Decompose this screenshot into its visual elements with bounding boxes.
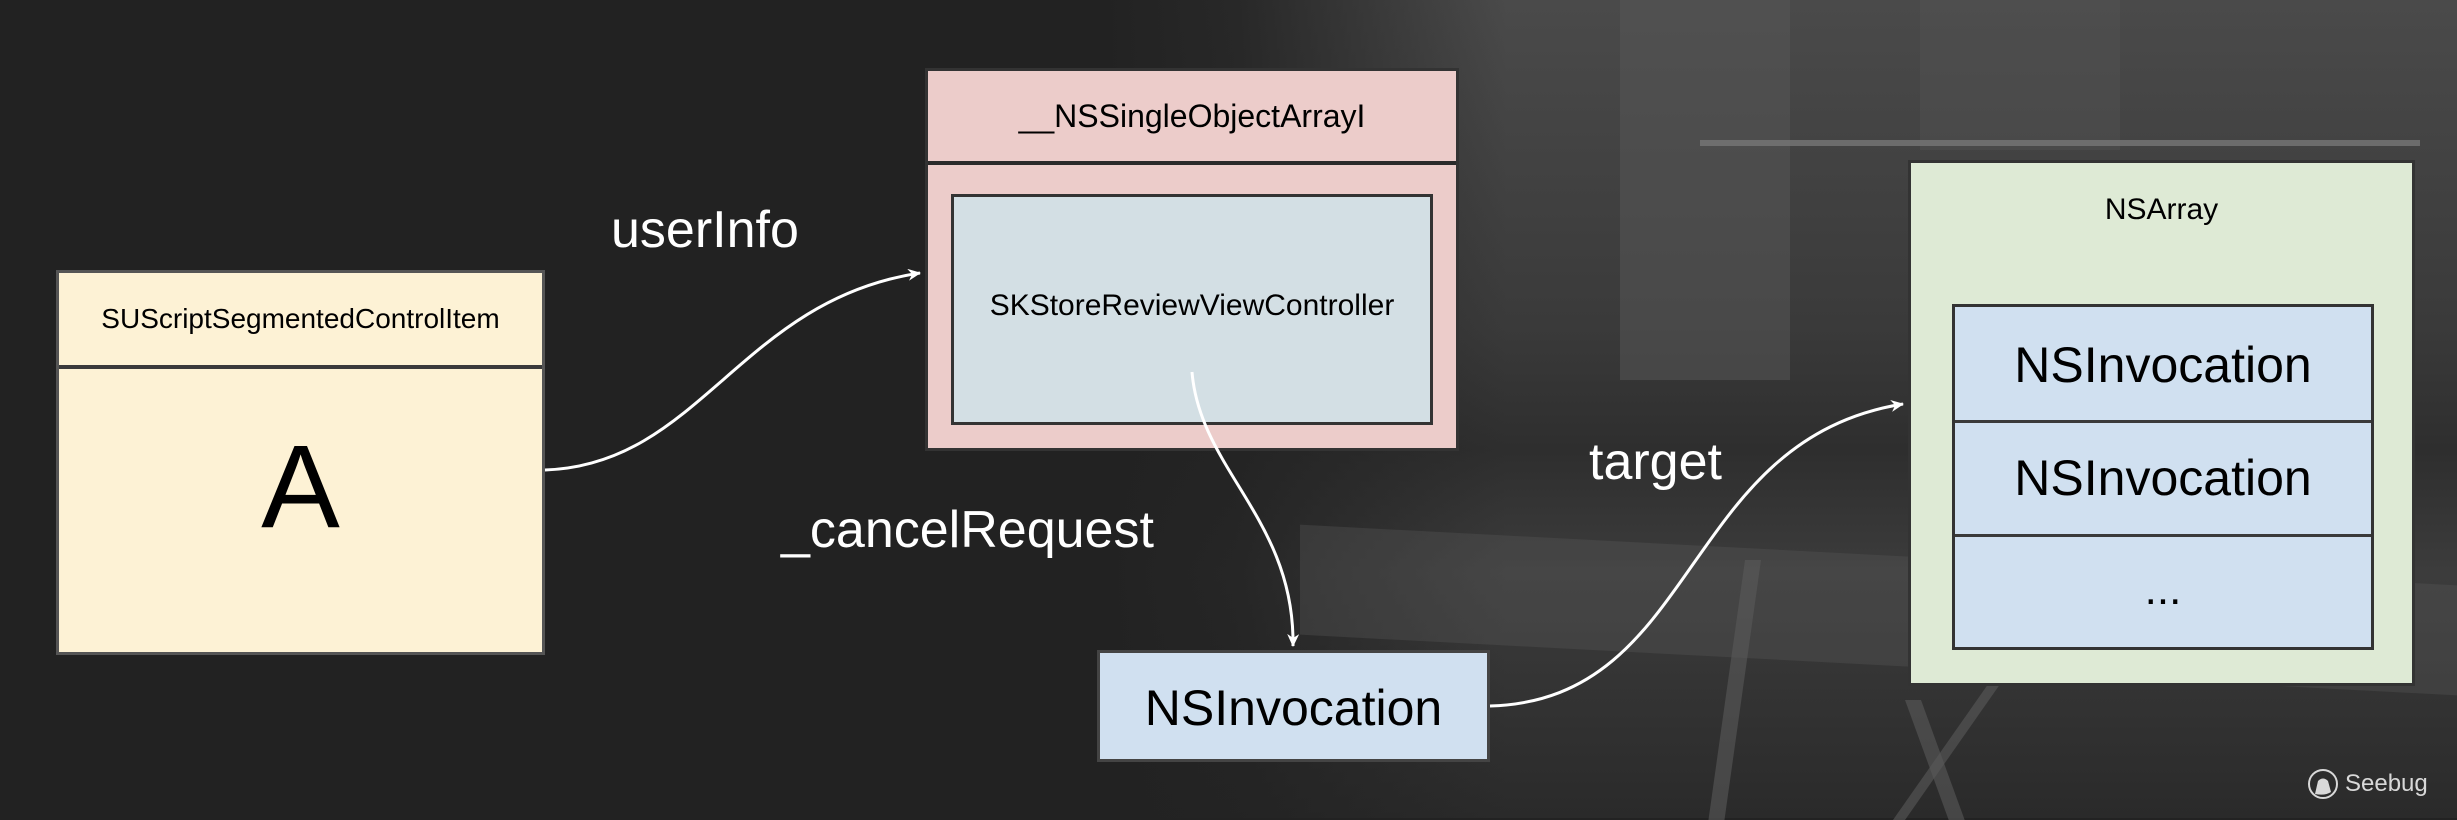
ns-array-item: NSInvocation xyxy=(1955,307,2371,423)
su-item-box: SUScriptSegmentedControlItem A xyxy=(56,270,545,655)
single-object-array-title: __NSSingleObjectArrayI xyxy=(1018,98,1366,134)
ns-array-box: NSArray NSInvocation NSInvocation ... xyxy=(1908,160,2415,686)
invocation-title: NSInvocation xyxy=(1144,680,1443,736)
seebug-watermark-text: Seebug xyxy=(2345,770,2428,797)
arrow-userinfo xyxy=(544,268,921,472)
edge-label-userinfo: userInfo xyxy=(611,201,799,259)
building-right xyxy=(1920,0,2120,150)
seebug-watermark: Seebug xyxy=(2307,768,2428,800)
su-item-content: A xyxy=(261,421,340,553)
gantry-bar xyxy=(1700,140,2420,146)
single-object-array-box: __NSSingleObjectArrayI SKStoreReviewView… xyxy=(925,68,1459,451)
ns-array-item-label: NSInvocation xyxy=(2014,337,2312,393)
tower-building xyxy=(1620,0,1790,380)
arrow-target xyxy=(1489,400,1904,708)
ns-array-item: ... xyxy=(1955,537,2371,647)
sk-store-review-controller-title: SKStoreReviewViewController xyxy=(989,289,1395,322)
single-object-array-header: __NSSingleObjectArrayI xyxy=(928,71,1456,165)
edge-label-target: target xyxy=(1589,433,1722,491)
arrow-cancel-request xyxy=(1190,371,1300,647)
ns-array-item-label: ... xyxy=(2144,565,2182,614)
invocation-box: NSInvocation xyxy=(1097,650,1490,762)
ns-array-item: NSInvocation xyxy=(1955,423,2371,537)
ns-array-title: NSArray xyxy=(2104,193,2219,226)
su-item-title: SUScriptSegmentedControlItem xyxy=(101,303,500,334)
edge-label-cancel-request: _cancelRequest xyxy=(781,501,1154,559)
sk-store-review-controller-box: SKStoreReviewViewController xyxy=(951,194,1433,425)
seebug-bug-icon xyxy=(2308,769,2338,799)
ns-array-items: NSInvocation NSInvocation ... xyxy=(1952,304,2374,650)
su-item-header: SUScriptSegmentedControlItem xyxy=(59,273,542,369)
ns-array-item-label: NSInvocation xyxy=(2014,450,2312,506)
